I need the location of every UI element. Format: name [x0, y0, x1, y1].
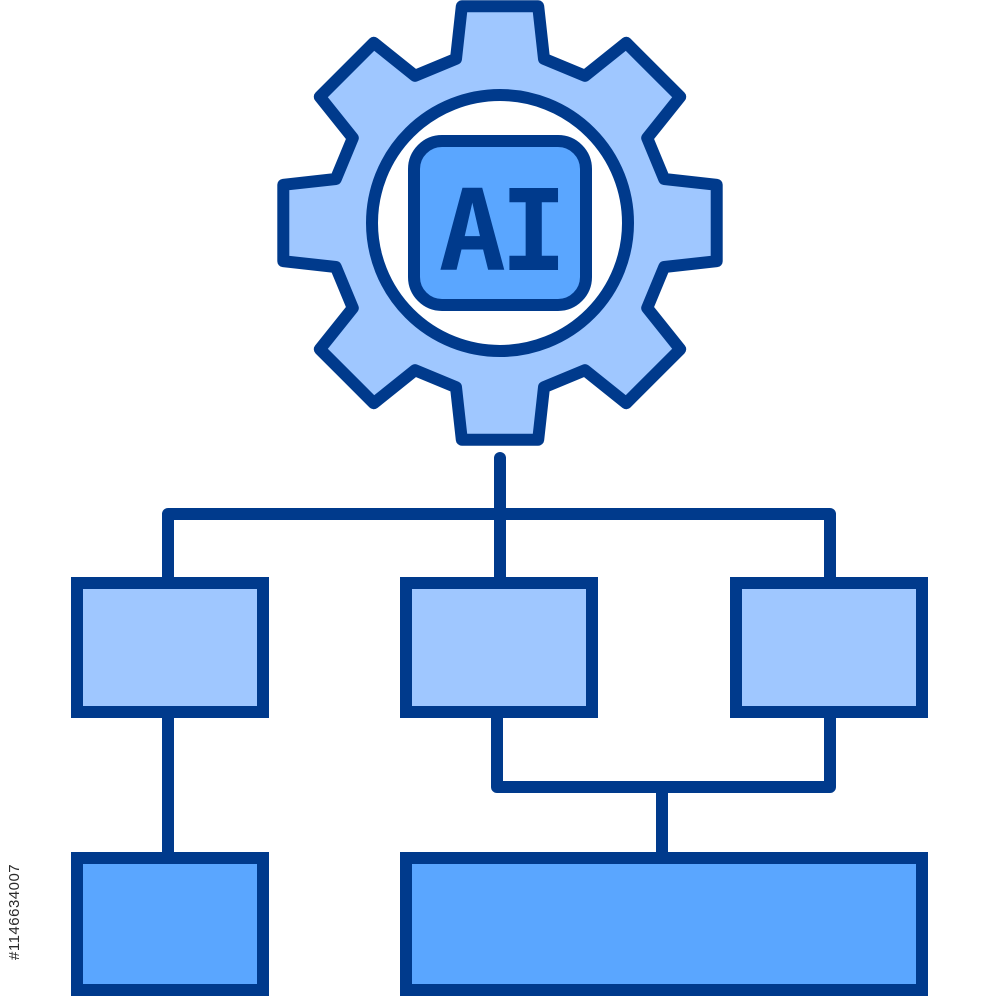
ai-label: AI: [439, 167, 562, 297]
merge-line: [491, 706, 836, 793]
ai-chip-badge: [408, 135, 592, 311]
process-box-center: [400, 577, 598, 718]
process-box-left: [71, 577, 269, 718]
output-box-left: [71, 852, 269, 996]
output-box-wide: [400, 852, 928, 996]
connector-lines: [162, 452, 836, 864]
flowchart-boxes: [71, 577, 928, 996]
watermark-id-text: #1146634007: [6, 863, 23, 960]
gear-icon: AI: [277, 0, 723, 446]
top-branch-line: [162, 508, 836, 588]
process-box-right: [730, 577, 928, 718]
